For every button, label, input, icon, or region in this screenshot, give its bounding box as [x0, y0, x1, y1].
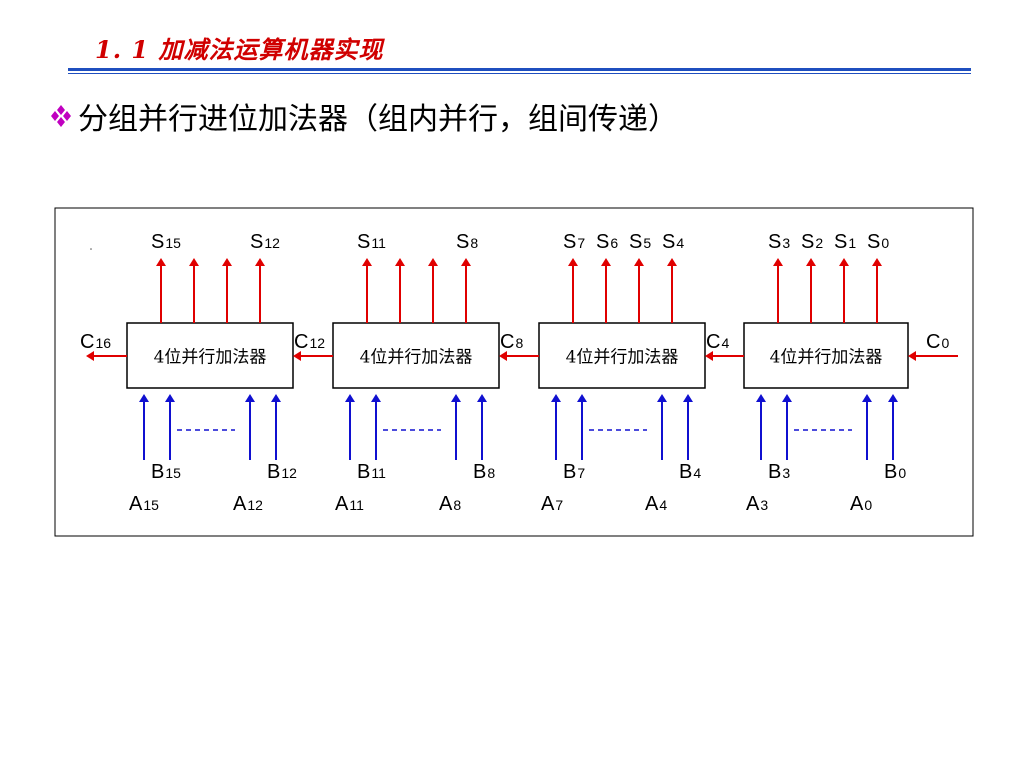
bullet-point: 分组并行进位加法器（组内并行，组间传递）: [48, 94, 678, 138]
carry-label: C16: [80, 331, 111, 353]
b-input-label: B8: [473, 461, 495, 483]
sum-label: S3: [768, 231, 790, 253]
sum-label: S8: [456, 231, 478, 253]
sum-label: S5: [629, 231, 651, 253]
slide-title: 1. 1 加减法运算机器实现: [95, 35, 384, 64]
sum-label: S11: [357, 231, 386, 253]
bullet-text: 分组并行进位加法器（组内并行，组间传递）: [78, 102, 678, 137]
sum-label: S15: [151, 231, 181, 253]
title-underline: [68, 68, 971, 71]
b-input-label: B0: [884, 461, 906, 483]
sum-label: S12: [250, 231, 280, 253]
carry-label: C8: [500, 331, 523, 353]
carry-label: C12: [294, 331, 325, 353]
a-input-label: A8: [439, 493, 461, 515]
a-input-label: A11: [335, 493, 364, 515]
stray-dot: [90, 248, 92, 250]
sum-label: S4: [662, 231, 684, 253]
sum-label: S7: [563, 231, 585, 253]
sum-label: S2: [801, 231, 823, 253]
diamond-cluster-icon: [51, 105, 71, 127]
sum-label: S0: [867, 231, 889, 253]
carry-label: C4: [706, 331, 729, 353]
a-input-label: A0: [850, 493, 872, 515]
diagram-frame: [54, 207, 974, 537]
adder-box: [332, 322, 500, 389]
sum-label: S1: [834, 231, 856, 253]
adder-label: 4位并行加法器: [154, 348, 267, 368]
a-input-label: A15: [129, 493, 159, 515]
b-input-label: B12: [267, 461, 297, 483]
a-input-label: A7: [541, 493, 563, 515]
a-input-label: A12: [233, 493, 263, 515]
title-underline-thin: [68, 73, 971, 74]
adder-label: 4位并行加法器: [566, 348, 679, 368]
b-input-label: B15: [151, 461, 181, 483]
adder-label: 4位并行加法器: [360, 348, 473, 368]
carry-label: C0: [926, 331, 949, 353]
b-input-label: B3: [768, 461, 790, 483]
a-input-label: A3: [746, 493, 768, 515]
adder-box: [743, 322, 909, 389]
sum-label: S6: [596, 231, 618, 253]
b-input-label: B7: [563, 461, 585, 483]
a-input-label: A4: [645, 493, 667, 515]
b-input-label: B11: [357, 461, 386, 483]
b-input-label: B4: [679, 461, 701, 483]
adder-label: 4位并行加法器: [770, 348, 883, 368]
